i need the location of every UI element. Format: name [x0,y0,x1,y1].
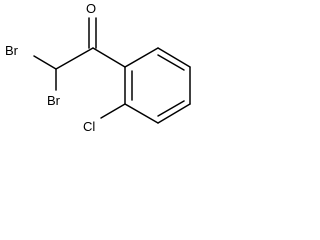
carbonyl-to-ring-bond [92,47,126,68]
chlorine-atom-label: Cl [83,119,95,134]
bromine-lower-atom-label: Br [47,93,61,108]
ring-inner-double-bond-bottom [157,100,185,117]
bromine-upper-atom-label: Br [5,43,19,58]
ring-bond-2-3 [157,47,191,68]
carbon-bromine-upper-bond [33,55,57,70]
bond-lines [33,17,191,124]
atom-labels: O Br Br Cl [5,1,96,134]
oxygen-atom-label: O [86,1,96,16]
ring-bond-5-6 [124,103,159,124]
structure-diagram: O Br Br Cl [5,1,191,134]
ring-bond-4-5 [157,103,191,124]
carbonyl-to-dibromomethyl-bond [55,47,94,70]
ring-inner-double-bond-top [157,54,185,71]
ring-bond-1-2 [124,47,159,68]
ring-chlorine-bond [100,103,126,119]
